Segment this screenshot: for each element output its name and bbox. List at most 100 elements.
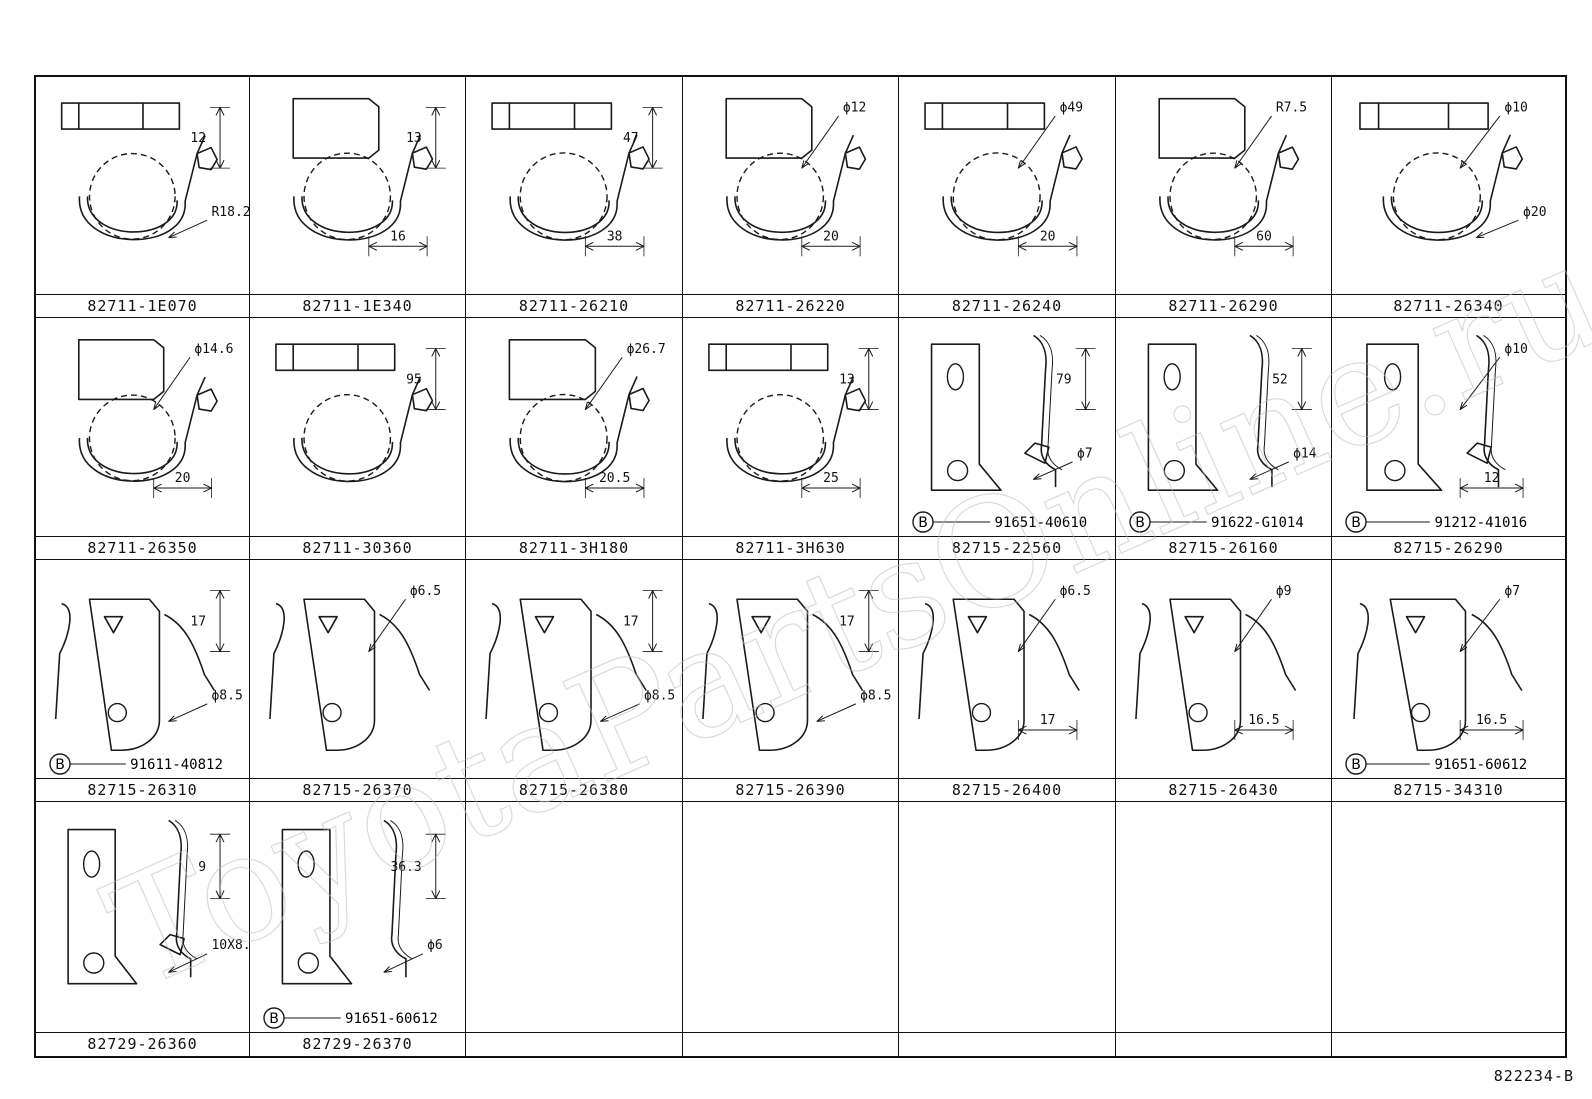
label-separator: [36, 1032, 249, 1033]
dimension-label: 16.5: [1476, 713, 1507, 728]
part-drawing: ϕ14.620: [78, 339, 234, 499]
bracket-hole: [538, 702, 559, 723]
clip-top-view: [491, 102, 613, 130]
bracket-body: [88, 598, 161, 752]
triangle-mark: [103, 615, 124, 634]
part-number: 82715-26390: [735, 781, 846, 799]
bolt-marker-letter: B: [918, 515, 928, 531]
bolt-marker-letter: B: [1351, 757, 1361, 773]
leader-line: [168, 953, 208, 973]
bracket-hole: [1384, 459, 1406, 482]
part-number: 82729-26360: [87, 1035, 198, 1053]
leader-line: [1249, 461, 1290, 480]
dimension-line-ext: [210, 106, 231, 169]
bracket-slot: [297, 850, 315, 878]
clip-band-inner: [734, 437, 827, 475]
bracket-body: [303, 598, 376, 752]
dimension-line-ext: [1459, 720, 1524, 741]
part-number: 82711-26340: [1393, 297, 1504, 315]
bracket-slot: [82, 850, 101, 878]
bolt-part-number: 91212-41016: [1435, 515, 1528, 531]
label-separator: [1116, 1032, 1331, 1033]
part-drawing: ϕ6.5: [269, 584, 441, 752]
leader-line: [600, 703, 640, 722]
leader-line: [1459, 115, 1501, 169]
leader-line-head: [168, 231, 177, 239]
leader-line: [1017, 115, 1056, 169]
sheet-code: 822234-B: [1493, 1067, 1574, 1085]
empty-cell: [1332, 802, 1565, 1056]
part-number: 82711-3H180: [518, 539, 630, 557]
dimension-label: 17: [1040, 713, 1056, 728]
label-separator: [250, 778, 465, 779]
clip-tab: [628, 146, 650, 170]
bracket-side-view: [1249, 334, 1273, 488]
bracket-arm: [164, 613, 216, 691]
dimension-label: 9: [198, 860, 206, 875]
dimension-line-ext: [425, 833, 446, 899]
triangle-mark: [1184, 615, 1204, 634]
bracket-side-edge: [1256, 335, 1279, 471]
clip-top-view: [924, 102, 1046, 130]
bracket-profile: [269, 602, 285, 720]
clip-band-inner: [517, 196, 610, 234]
empty-cell: [1116, 802, 1332, 1056]
dimension-label: 17: [839, 614, 855, 629]
bracket-hole: [322, 702, 342, 723]
bracket-triangle-tab: [159, 933, 185, 956]
leader-line: [168, 703, 208, 722]
bracket-plate: [1147, 343, 1219, 492]
clip-tab: [196, 146, 218, 171]
bracket-profile: [54, 602, 71, 720]
bracket-slot: [1163, 363, 1181, 391]
bracket-body: [1169, 598, 1242, 752]
bracket-hole: [946, 459, 969, 482]
bracket-profile: [1135, 602, 1151, 720]
dimension-label: 79: [1056, 372, 1072, 387]
part-number: 82715-26160: [1168, 539, 1279, 557]
clip-side-view: [292, 97, 380, 159]
dimension-line-ext: [425, 106, 446, 169]
bracket-hole: [297, 952, 320, 974]
clip-band-inner: [734, 196, 827, 234]
clip-tab: [844, 146, 867, 170]
dimension-label: 20: [1040, 229, 1056, 244]
leader-line: [816, 703, 857, 722]
label-separator: [683, 778, 898, 779]
part-number: 82711-26220: [735, 297, 846, 315]
dimension-label: 20.5: [599, 471, 630, 486]
clip-top-view: [60, 102, 181, 130]
dimension-label: ϕ49: [1060, 101, 1083, 116]
part-number: 82715-26430: [1168, 781, 1279, 799]
label-separator: [250, 536, 465, 537]
triangle-mark: [534, 615, 555, 634]
bracket-side-view: [1476, 334, 1500, 488]
leader-line-head: [1249, 473, 1258, 480]
part-number: 82715-34310: [1393, 781, 1504, 799]
dimension-label: 95: [406, 372, 422, 387]
label-separator: [683, 1032, 898, 1033]
bolt-part-number: 91651-40610: [994, 515, 1087, 531]
leader-line-head: [168, 715, 177, 722]
clip-band: [726, 376, 855, 483]
bracket-arm: [812, 613, 864, 691]
part-number: 82711-1E340: [302, 297, 413, 315]
clip-band: [293, 376, 422, 483]
bolt-part-number: 91651-60612: [1435, 757, 1528, 773]
clip-side-view: [78, 339, 165, 401]
clip-top-view: [275, 343, 396, 372]
hole-circle: [519, 393, 608, 483]
